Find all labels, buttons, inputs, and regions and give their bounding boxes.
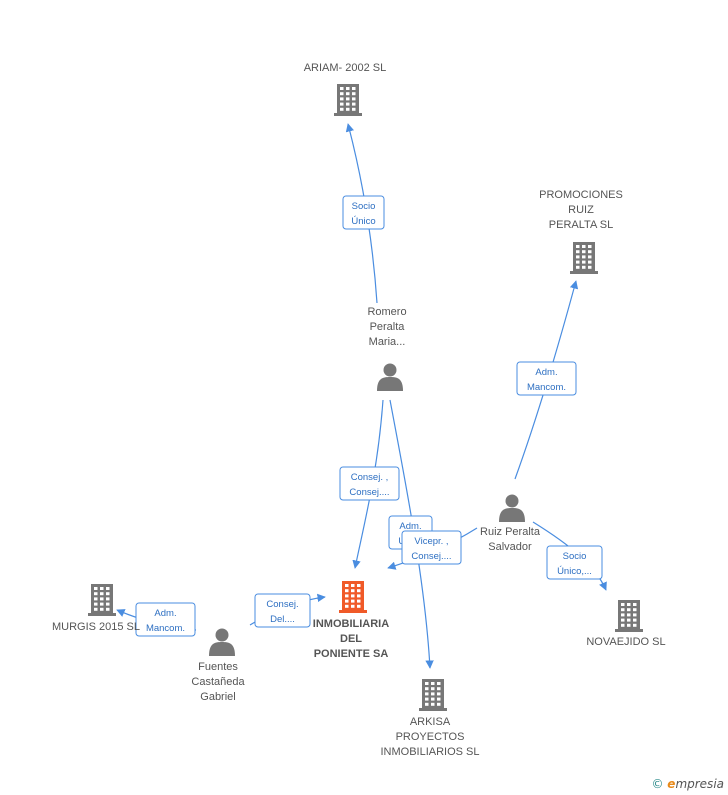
edge-label-text: Del.... [270, 614, 295, 625]
edge-fuentes-to-inmobiliaria: Consej. Del.... [249, 593, 326, 628]
edge-label-text: Único,... [557, 566, 592, 577]
edge-label-box[interactable]: Adm. Mancom. [135, 602, 196, 637]
node-label: DEL [340, 633, 362, 645]
node-label: Maria... [369, 336, 406, 348]
edge-label-text: Vicepr. , [414, 536, 448, 547]
node-label: INMOBILIARIA [313, 618, 389, 630]
node-novaejido[interactable]: NOVAEJIDO SL [586, 600, 666, 648]
building-icon [570, 242, 598, 274]
edge-romero-to-inmobiliaria: Consej. , Consej.... [339, 399, 400, 569]
node-promociones[interactable]: PROMOCIONES RUIZ PERALTA SL [539, 189, 623, 274]
node-label: RUIZ [568, 204, 594, 216]
node-inmobiliaria[interactable]: INMOBILIARIA DEL PONIENTE SA [313, 581, 389, 660]
edge-label-text: Adm. [154, 608, 176, 619]
edge-label-box[interactable]: Adm. Mancom. [516, 361, 577, 396]
edge-label-frame [135, 602, 196, 637]
person-icon [499, 494, 525, 522]
edge-fuentes-to-murgis: Adm. Mancom. [116, 602, 197, 637]
node-ariam[interactable]: ARIAM- 2002 SL [304, 62, 387, 116]
edge-label-frame [516, 361, 577, 396]
node-label: Romero [367, 306, 406, 318]
brand-name: mpresia [675, 777, 724, 791]
person-icon [377, 363, 403, 391]
edge-label-text: Adm. [535, 367, 557, 378]
edge-label-frame [254, 593, 311, 628]
node-label: Ruiz Peralta [480, 526, 541, 538]
node-label: MURGIS 2015 SL [52, 621, 140, 633]
edge-label-text: Consej. , [351, 472, 389, 483]
node-label: Salvador [488, 541, 532, 553]
node-arkisa[interactable]: ARKISA PROYECTOS INMOBILIARIOS SL [380, 679, 480, 758]
edge-ruiz-to-inmobiliaria: Vicepr. , Consej.... [387, 527, 478, 570]
copyright-symbol: © [651, 777, 664, 791]
person-icon [209, 628, 235, 656]
edge-ruiz-to-promociones: Adm. Mancom. [514, 280, 579, 480]
nodes-layer: ARIAM- 2002 SL PROMOCIONES RUIZ PERALTA SL R… [52, 62, 666, 758]
edge-label-text: Mancom. [527, 382, 566, 393]
node-label: INMOBILIARIOS SL [380, 746, 479, 758]
edge-label-box[interactable]: Consej. , Consej.... [339, 466, 400, 501]
edge-label-text: Consej.... [349, 487, 389, 498]
empresia-logo[interactable]: empresia [667, 777, 724, 791]
node-label: Fuentes [198, 661, 238, 673]
edge-label-text: Adm. [399, 521, 421, 532]
node-label: PERALTA SL [549, 219, 613, 231]
building-icon [339, 581, 367, 613]
building-icon [615, 600, 643, 632]
node-label: PROYECTOS [396, 731, 465, 743]
brand-initial: e [667, 777, 676, 791]
node-label: ARIAM- 2002 SL [304, 62, 387, 74]
building-icon [419, 679, 447, 711]
edge-label-text: Mancom. [146, 623, 185, 634]
edge-label-frame [546, 545, 603, 580]
building-icon [88, 584, 116, 616]
node-label: ARKISA [410, 716, 451, 728]
node-label: NOVAEJIDO SL [586, 636, 665, 648]
footer-brand: © empresia [651, 777, 724, 791]
node-label: Castañeda [191, 676, 245, 688]
edge-label-box[interactable]: Vicepr. , Consej.... [401, 530, 462, 565]
edge-label-frame [339, 466, 400, 501]
edge-label-text: Consej. [266, 599, 298, 610]
edge-label-frame [342, 195, 385, 230]
edge-label-box[interactable]: SocioÚnico,... [546, 545, 603, 580]
edge-label-box[interactable]: Consej. Del.... [254, 593, 311, 628]
building-icon [334, 84, 362, 116]
node-label: PROMOCIONES [539, 189, 623, 201]
node-romero[interactable]: RomeroPeraltaMaria... [367, 306, 407, 391]
edge-label-text: Único [351, 216, 375, 227]
node-murgis[interactable]: MURGIS 2015 SL [52, 584, 140, 633]
edge-label-text: Socio [563, 551, 587, 562]
node-label: PONIENTE SA [314, 648, 389, 660]
node-label: Peralta [370, 321, 406, 333]
node-label: Gabriel [200, 691, 235, 703]
edge-label-frame [401, 530, 462, 565]
edge-ruiz-to-novaejido: SocioÚnico,... [532, 521, 607, 591]
edge-label-text: Consej.... [411, 551, 451, 562]
edge-label-text: Socio [352, 201, 376, 212]
